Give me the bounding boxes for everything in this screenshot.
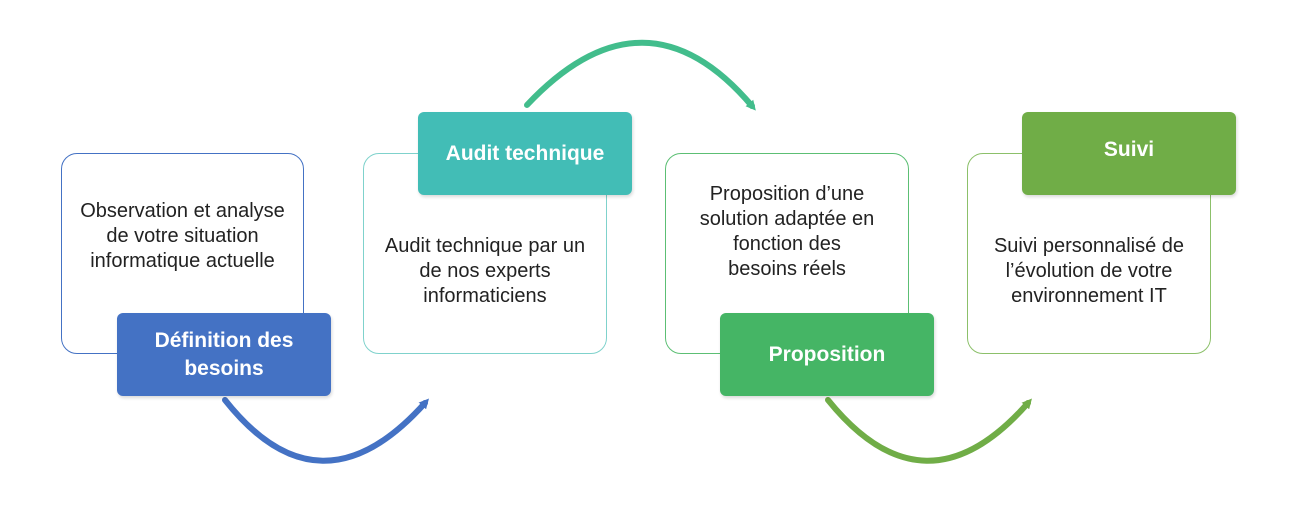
step-3-description: Proposition d’une solution adaptée en fo… (699, 183, 875, 280)
arrow-step3-to-step4 (825, 397, 1032, 464)
step-2-description: Audit technique par un de nos experts in… (384, 235, 586, 307)
step-3-title-box: Proposition (720, 313, 934, 396)
arrow-step1-to-step2 (222, 397, 430, 464)
step-1-description: Observation et analyse de votre situatio… (80, 200, 285, 272)
step-1-title-box: Définition des besoins (117, 313, 331, 396)
step-4-title: Suivi (1103, 137, 1155, 161)
step-2-title-box: Audit technique (418, 112, 632, 195)
step-4-title-box: Suivi (1022, 112, 1236, 195)
step-4-description: Suivi personnalisé de l’évolution de vot… (993, 235, 1185, 307)
step-3-title: Proposition (768, 342, 886, 366)
arrow-step2-to-step3 (524, 39, 756, 111)
step-1-title: Définition des besoins (154, 328, 294, 380)
step-2-title: Audit technique (445, 141, 605, 165)
